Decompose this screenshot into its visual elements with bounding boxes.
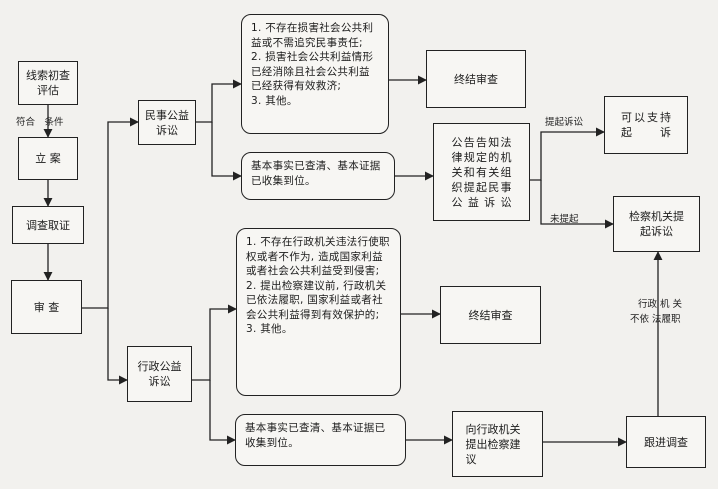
conditions-met-label: 符合 条件 <box>16 117 64 128</box>
admin-facts-box: 基本事实已查清、基本证据已收集到位。 <box>235 414 406 466</box>
announcement-box: 公告告知法律规定的机关和有关组织提起民事公益诉讼 <box>433 123 530 221</box>
admin-facts-text: 基本事实已查清、基本证据已收集到位。 <box>245 422 386 449</box>
support-suit-box: 可以支持起诉 <box>604 96 688 154</box>
investigation-text: 调查取证 <box>26 218 70 232</box>
admin-termination-conditions-box: 1. 不存在行政机关违法行使职权或者不作为, 造成国家利益或者社会公共利益受到侵… <box>236 228 401 396</box>
civil-condition-3: 3. 其他。 <box>251 94 298 107</box>
support-suit-text: 可以支持起诉 <box>621 111 671 139</box>
admin-condition-3: 3. 其他。 <box>246 323 293 335</box>
filing-text: 立 案 <box>35 152 61 165</box>
civil-litigation-box: 民事公益诉讼 <box>138 100 196 145</box>
arrow-review-to-admin <box>107 308 128 385</box>
civil-end-review-text: 终结审查 <box>454 72 498 86</box>
civil-termination-conditions-box: 1. 不存在损害社会公共利益或不需追究民事责任; 2. 损害社会公共利益情形已经… <box>241 14 389 134</box>
civil-end-review-box: 终结审查 <box>426 50 526 108</box>
admin-end-review-box: 终结审查 <box>440 286 541 344</box>
civil-facts-box: 基本事实已查清、基本证据已收集到位。 <box>241 152 395 200</box>
procuratorate-suit-text: 检察机关提起诉讼 <box>629 210 684 238</box>
arrow-announce-to-suit <box>540 180 614 229</box>
admin-litigation-text: 行政公益诉讼 <box>137 360 182 388</box>
civil-condition-1: 1. 不存在损害社会公共利益或不需追究民事责任; <box>251 22 374 49</box>
follow-up-investigation-box: 跟进调查 <box>626 416 706 468</box>
investigation-box: 调查取证 <box>12 206 84 244</box>
arrow-admin-to-facts <box>209 380 236 445</box>
arrow-civil-to-facts <box>211 122 242 181</box>
not-sued-label: 未提起 <box>550 214 579 225</box>
admin-end-review-text: 终结审查 <box>468 308 513 322</box>
civil-condition-2: 2. 损害社会公共利益情形已经消除且社会公共利益已经获得有效救济; <box>251 51 374 92</box>
arrow-review-to-civil <box>82 117 139 309</box>
admin-litigation-box: 行政公益诉讼 <box>127 346 192 402</box>
follow-up-investigation-text: 跟进调查 <box>644 435 688 449</box>
review-box: 审 查 <box>11 280 82 334</box>
clue-assessment-box: 线索初查评估 <box>18 61 78 105</box>
not-performed-label-2: 不依 法履职 <box>630 314 681 325</box>
arrow-admin-to-endcond <box>192 304 237 381</box>
civil-facts-text: 基本事实已查清、基本证据已收集到位。 <box>251 160 381 187</box>
civil-litigation-text: 民事公益诉讼 <box>145 108 189 137</box>
review-text: 审 查 <box>33 300 60 314</box>
sued-label: 提起诉讼 <box>545 117 584 128</box>
arrow-announce-to-support <box>530 127 605 181</box>
announcement-text: 公告告知法律规定的机关和有关组织提起民事公益诉讼 <box>451 135 512 209</box>
procuratorial-suggestion-box: 向行政机关提出检察建议 <box>452 411 543 477</box>
arrow-civil-to-endcond <box>196 79 242 123</box>
clue-assessment-text: 线索初查评估 <box>26 69 70 97</box>
admin-condition-1: 1. 不存在行政机关违法行使职权或者不作为, 造成国家利益或者社会公共利益受到侵… <box>246 236 390 277</box>
procuratorial-suggestion-text: 向行政机关提出检察建议 <box>465 422 521 466</box>
not-performed-label-1: 行政 机 关 <box>638 299 683 310</box>
procuratorate-suit-box: 检察机关提起诉讼 <box>613 196 700 252</box>
filing-box: 立 案 <box>18 137 78 180</box>
admin-condition-2: 2. 提出检察建议前, 行政机关已依法履职, 国家利益或者社会公共利益得到有效保… <box>246 279 387 321</box>
